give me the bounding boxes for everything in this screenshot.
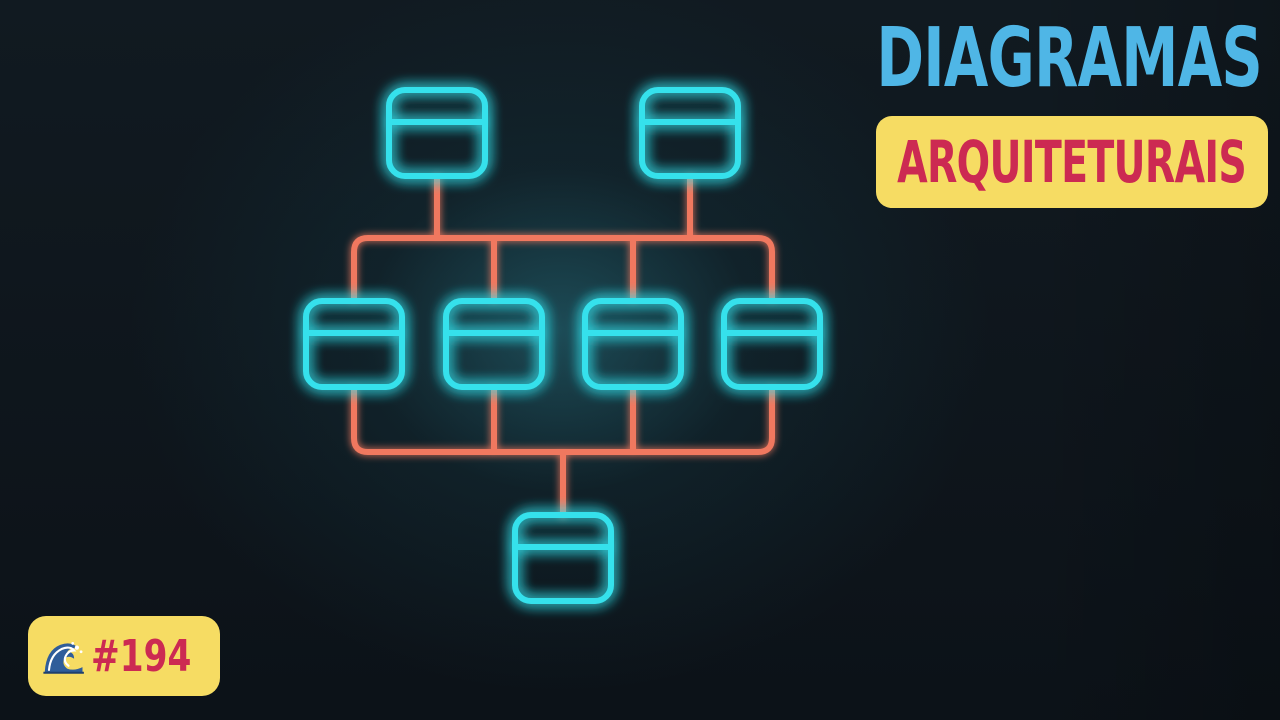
diagram-nodes <box>303 87 823 604</box>
node-bottom <box>512 512 614 604</box>
subtitle-text: ARQUITETURAIS <box>897 128 1247 196</box>
episode-number: #194 <box>91 630 192 682</box>
wave-icon <box>43 642 84 674</box>
connector-lower-bus <box>351 387 775 455</box>
node-top-1 <box>386 87 488 179</box>
node-top-2 <box>639 87 741 179</box>
node-middle-1 <box>303 298 405 390</box>
node-middle-4 <box>721 298 823 390</box>
title-main: DIAGRAMAS <box>876 11 1262 106</box>
episode-badge: #194 <box>28 616 220 696</box>
node-middle-3 <box>582 298 684 390</box>
connector-upper-bus <box>351 235 775 301</box>
connector-lines <box>351 175 775 518</box>
node-middle-2 <box>443 298 545 390</box>
subtitle-pill: ARQUITETURAIS <box>876 116 1268 208</box>
